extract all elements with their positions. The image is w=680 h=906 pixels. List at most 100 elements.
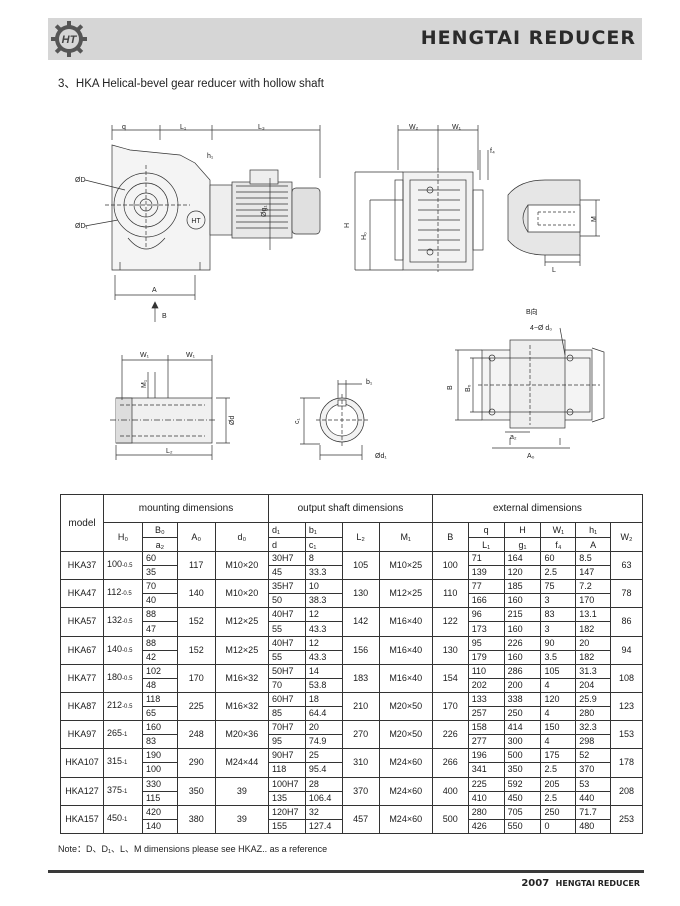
value-a2: 83 bbox=[145, 736, 156, 747]
cell-a2: 83 bbox=[141, 734, 178, 750]
cell-g1: 550 bbox=[503, 818, 542, 834]
value-b: 154 bbox=[442, 672, 458, 683]
cell-d1: 35H7 bbox=[267, 579, 306, 595]
value-m1: M10×25 bbox=[389, 560, 423, 571]
cell-b: 100 bbox=[431, 550, 469, 581]
cell-model: HKA87 bbox=[59, 691, 105, 722]
value-w2: 153 bbox=[619, 729, 635, 740]
tolerance: -0.5 bbox=[122, 675, 133, 682]
cell-b0: 330 bbox=[141, 776, 178, 792]
cell-w1: 250 bbox=[540, 804, 577, 820]
value-l1: 139 bbox=[471, 567, 487, 578]
value-w1: 205 bbox=[544, 778, 560, 789]
cell-d: 95 bbox=[267, 734, 306, 750]
cell-b1: 14 bbox=[304, 663, 343, 679]
value-model: HKA87 bbox=[67, 701, 97, 712]
cell-a2: 35 bbox=[141, 565, 178, 581]
value-d: 55 bbox=[271, 623, 282, 634]
label-w2: W₂ bbox=[409, 124, 419, 131]
value-m1: M20×50 bbox=[389, 701, 423, 712]
value-a: 480 bbox=[579, 820, 595, 831]
value-l1: 426 bbox=[471, 820, 487, 831]
cell-q: 71 bbox=[467, 550, 505, 567]
value-h1: 13.1 bbox=[579, 609, 597, 620]
cell-a2: 40 bbox=[141, 593, 178, 609]
cell-a: 280 bbox=[575, 706, 612, 722]
value-b0: 330 bbox=[145, 778, 161, 789]
value-b: 100 bbox=[442, 560, 458, 571]
value-c1: 33.3 bbox=[308, 567, 327, 578]
th-a0: A₀ bbox=[176, 522, 216, 552]
cell-w2: 178 bbox=[610, 748, 643, 778]
cell-b1: 12 bbox=[304, 635, 343, 651]
value-d0: M24×44 bbox=[225, 757, 259, 768]
value-h: 226 bbox=[507, 637, 523, 648]
value-b1: 8 bbox=[308, 553, 314, 564]
cell-d1: 70H7 bbox=[267, 720, 306, 736]
value-a0: 152 bbox=[188, 644, 204, 655]
cell-h1: 7.2 bbox=[575, 579, 612, 595]
logo-text: HT bbox=[62, 34, 78, 46]
cell-c1: 43.3 bbox=[304, 649, 343, 665]
cell-a2: 100 bbox=[141, 762, 178, 778]
value-b0: 70 bbox=[145, 581, 156, 592]
cell-w1: 120 bbox=[540, 691, 577, 708]
th-m1: M₁ bbox=[378, 522, 433, 552]
value-a: 204 bbox=[579, 679, 595, 690]
value-h: 414 bbox=[507, 722, 523, 733]
cell-b0: 88 bbox=[141, 635, 178, 651]
cell-d: 45 bbox=[267, 565, 306, 581]
cell-f4: 4 bbox=[540, 734, 577, 750]
cell-h1: 52 bbox=[575, 748, 612, 764]
cell-l2: 156 bbox=[341, 635, 380, 665]
value-b1: 28 bbox=[308, 778, 319, 789]
value-c1: 74.9 bbox=[308, 736, 327, 747]
cell-w1: 105 bbox=[540, 663, 577, 679]
value-g1: 160 bbox=[507, 595, 523, 606]
value-d0: M12×25 bbox=[225, 616, 259, 627]
cell-d0: M24×44 bbox=[214, 748, 269, 778]
th-q: q bbox=[467, 522, 505, 538]
value-b: 500 bbox=[442, 813, 458, 824]
th-f4: f₄ bbox=[540, 537, 577, 552]
value-q: 225 bbox=[471, 778, 487, 789]
value-b1: 20 bbox=[308, 722, 319, 733]
technical-drawings: HT q L₁ L₃ h₁ ØD ØD₁ Øg₁ A B W₂ W₁ f₄ H … bbox=[75, 124, 605, 460]
value-h0: 315 bbox=[107, 756, 123, 767]
value-a: 182 bbox=[579, 623, 595, 634]
value-c1: 64.4 bbox=[308, 708, 327, 719]
value-b1: 18 bbox=[308, 693, 319, 704]
cell-d: 50 bbox=[267, 593, 306, 609]
value-model: HKA67 bbox=[67, 644, 97, 655]
label-b-arrow: B bbox=[162, 313, 167, 320]
label-l3: L₃ bbox=[258, 124, 265, 131]
header-bar: HT HENGTAI REDUCER bbox=[48, 18, 642, 60]
value-l2: 130 bbox=[353, 588, 369, 599]
value-h: 705 bbox=[507, 806, 523, 817]
cell-d0: M12×25 bbox=[214, 607, 269, 637]
value-w2: 86 bbox=[621, 616, 632, 627]
value-w2: 108 bbox=[619, 672, 635, 683]
cell-d0: M10×20 bbox=[214, 550, 269, 581]
value-q: 196 bbox=[471, 750, 487, 761]
cell-c1: 43.3 bbox=[304, 621, 343, 637]
value-h1: 8.5 bbox=[579, 553, 592, 564]
value-g1: 160 bbox=[507, 651, 523, 662]
value-w2: 123 bbox=[619, 701, 635, 712]
cell-d1: 40H7 bbox=[267, 635, 306, 651]
cell-h0: 375-1 bbox=[103, 776, 143, 806]
value-g1: 250 bbox=[507, 708, 523, 719]
label-f4: f₄ bbox=[490, 148, 495, 155]
cell-h0: 212-0.5 bbox=[103, 691, 143, 722]
value-l2: 183 bbox=[353, 672, 369, 683]
cell-a2: 42 bbox=[141, 649, 178, 665]
label-w1: W₁ bbox=[452, 124, 462, 131]
value-a2: 48 bbox=[145, 679, 156, 690]
cell-m1: M12×25 bbox=[378, 579, 433, 609]
value-h1: 31.3 bbox=[579, 665, 597, 676]
th-model: model bbox=[59, 494, 105, 552]
